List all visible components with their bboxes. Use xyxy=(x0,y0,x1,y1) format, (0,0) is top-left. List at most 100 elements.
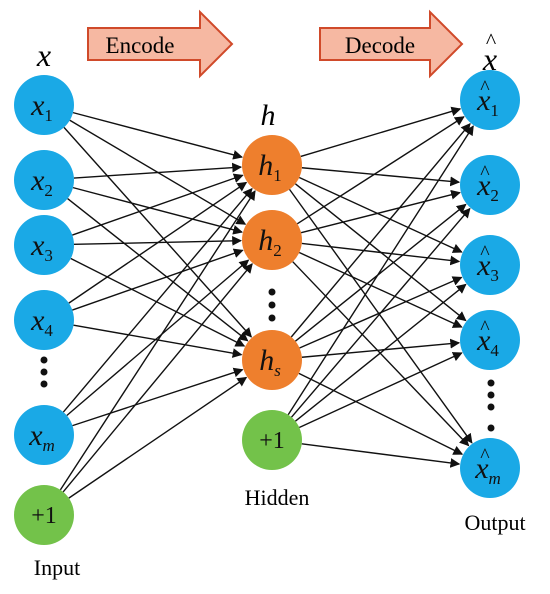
hidden-ellipsis xyxy=(268,288,276,322)
edge-input-hidden xyxy=(72,111,243,160)
hidden-node-1-subscript: 1 xyxy=(273,166,282,185)
input-node-1-base: x xyxy=(30,89,45,122)
hidden-header-symbol: h xyxy=(261,99,276,132)
connection-edges xyxy=(59,106,474,499)
hidden-node-s-label: hs xyxy=(259,344,281,380)
hidden-node-2-label: h2 xyxy=(258,224,282,260)
output-node-3: x3^ xyxy=(460,235,520,295)
input-ellipsis xyxy=(40,356,48,388)
edge-hidden-output xyxy=(298,352,463,429)
input-bias-node-label: +1 xyxy=(31,503,57,529)
output-node-4-subscript: 4 xyxy=(490,341,499,360)
input-node-4-circle xyxy=(14,290,74,350)
input-node-4-subscript: 4 xyxy=(44,321,53,340)
edge-input-hidden xyxy=(70,257,246,347)
output-node-2-hat: ^ xyxy=(480,162,490,184)
input-node-1-label: x1 xyxy=(30,89,53,125)
input-node-2: x2 xyxy=(14,150,74,210)
edge-hidden-output xyxy=(287,125,474,416)
hidden-node-2-subscript: 2 xyxy=(273,241,282,260)
edge-hidden-output xyxy=(301,338,461,358)
hidden-bias-node-label: +1 xyxy=(259,428,285,454)
output-node-4-hat: ^ xyxy=(480,317,490,339)
hidden-node-2: h2 xyxy=(242,210,302,270)
edge-input-hidden xyxy=(59,190,256,491)
output-node-4-circle xyxy=(460,310,520,370)
input-bias-node-circle xyxy=(14,485,74,545)
input-node-2-base: x xyxy=(30,164,45,197)
hidden-node-2-circle xyxy=(242,210,302,270)
output-node-2-base: x xyxy=(476,169,491,202)
hidden-caption: Hidden xyxy=(245,485,310,510)
output-node-m: xm ^ xyxy=(460,438,520,498)
edge-hidden-output xyxy=(298,372,464,455)
input-node-2-label: x2 xyxy=(30,164,53,200)
input-node-2-circle xyxy=(14,150,74,210)
input-node-m-base: x xyxy=(28,419,43,452)
output-node-4: x4^ xyxy=(460,310,520,370)
hidden-node-s: hs xyxy=(242,330,302,390)
decode-arrow-shape xyxy=(319,9,464,79)
output-node-m-base: x xyxy=(474,452,489,485)
edge-hidden-output xyxy=(298,251,463,328)
edge-hidden-output xyxy=(300,189,461,234)
hidden-node-1-base: h xyxy=(258,149,273,182)
decode-label: Decode xyxy=(345,33,415,58)
edge-hidden-output xyxy=(290,207,471,418)
input-caption: Input xyxy=(34,555,80,580)
output-node-2-label: x2 xyxy=(476,169,499,205)
edge-input-hidden xyxy=(72,173,244,236)
hidden-node-s-circle xyxy=(242,330,302,390)
output-node-3-label: x3 xyxy=(476,249,499,285)
input-node-3-base: x xyxy=(30,229,45,262)
encode-label: Encode xyxy=(106,33,175,58)
output-node-2: x2^ xyxy=(460,155,520,215)
edge-input-hidden xyxy=(72,248,244,311)
edge-input-hidden xyxy=(68,181,248,304)
output-node-1-base: x xyxy=(476,84,491,117)
output-node-m-subscript: m xyxy=(489,469,501,488)
edge-input-hidden xyxy=(67,198,249,342)
output-node-4-base: x xyxy=(476,324,491,357)
output-node-2-circle xyxy=(460,155,520,215)
edge-input-hidden xyxy=(72,186,243,235)
edge-input-hidden xyxy=(62,187,253,413)
input-node-3: x3 xyxy=(14,215,74,275)
hidden-node-1-label: h1 xyxy=(258,149,282,185)
edge-hidden-output xyxy=(301,443,461,468)
encode-arrow-shape xyxy=(87,9,234,79)
output-node-1: x1^ xyxy=(460,70,520,130)
hidden-bias-node-circle xyxy=(242,410,302,470)
output-node-1-label: x1 xyxy=(476,84,499,120)
input-node-3-circle xyxy=(14,215,74,275)
output-caption: Output xyxy=(464,510,525,535)
hidden-bias-node: +1 xyxy=(242,410,302,470)
input-node-3-label: x3 xyxy=(30,229,53,265)
input-node-m-circle xyxy=(14,405,74,465)
edge-input-hidden xyxy=(63,126,252,338)
output-node-3-hat: ^ xyxy=(480,242,490,264)
hidden-node-s-base: h xyxy=(259,344,274,377)
edge-input-hidden xyxy=(66,259,250,417)
output-node-1-subscript: 1 xyxy=(490,101,499,120)
encode-arrow: Encode xyxy=(87,9,234,79)
input-node-4-base: x xyxy=(30,304,45,337)
input-node-2-subscript: 2 xyxy=(44,181,53,200)
output-node-m-hat: ^ xyxy=(480,445,490,467)
output-node-2-subscript: 2 xyxy=(490,186,499,205)
output-header-symbol: x xyxy=(482,41,497,77)
edge-hidden-output xyxy=(294,283,467,422)
output-node-m-circle xyxy=(460,438,520,498)
input-node-m: xm xyxy=(14,405,74,465)
edge-hidden-output xyxy=(301,242,461,266)
input-node-4-label: x4 xyxy=(30,304,53,340)
input-node-m-subscript: m xyxy=(43,436,55,455)
output-ellipsis xyxy=(487,379,495,432)
hidden-node-1-circle xyxy=(242,135,302,195)
output-node-3-circle xyxy=(460,235,520,295)
input-node-m-label: xm xyxy=(28,419,55,455)
input-node-1-circle xyxy=(14,75,74,135)
output-node-1-hat: ^ xyxy=(480,77,490,99)
edge-hidden-output xyxy=(290,123,471,338)
